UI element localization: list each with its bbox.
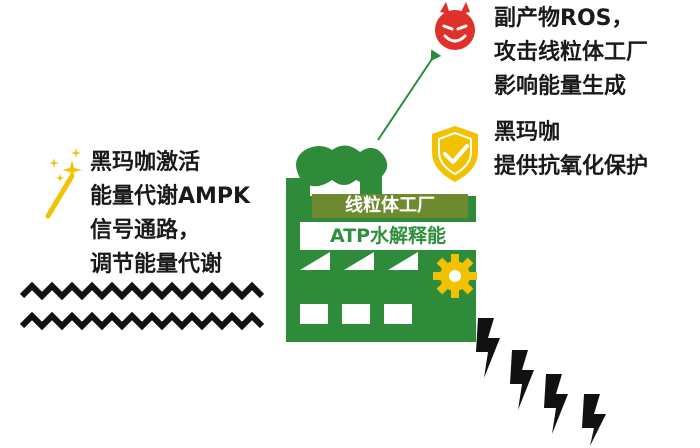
factory-window (342, 304, 370, 324)
zigzag-line-top (19, 281, 265, 301)
mitochondria-factory-label: 线粒体工厂 (312, 194, 468, 218)
note-line: 调节能量代谢 (90, 252, 223, 277)
gear-icon (433, 254, 477, 298)
note-line: 黑玛咖 (494, 120, 561, 145)
ros-attack-note: 副产物ROS， 攻击线粒体工厂 影响能量生成 (494, 2, 648, 104)
note-line: 信号通路， (90, 218, 201, 243)
atp-hydrolysis-label: ATP水解释能 (300, 222, 476, 250)
zigzag-line-bottom (19, 311, 265, 331)
note-line: 攻击线粒体工厂 (494, 40, 649, 65)
note-line: 影响能量生成 (494, 74, 627, 99)
factory-window (300, 304, 328, 324)
note-line: 黑玛咖激活 (90, 150, 201, 175)
devil-face-icon (435, 2, 475, 50)
shield-check-icon (432, 126, 478, 182)
ros-arrow (377, 49, 442, 141)
note-line: 能量代谢AMPK (90, 184, 251, 209)
lightning-bolt-icon (476, 318, 606, 446)
factory-window (384, 304, 412, 324)
antioxidant-protection-note: 黑玛咖 提供抗氧化保护 (494, 116, 648, 184)
note-line: 提供抗氧化保护 (494, 154, 649, 179)
ampk-activation-note: 黑玛咖激活 能量代谢AMPK 信号通路， 调节能量代谢 (90, 146, 250, 282)
magic-wand-icon (45, 148, 82, 219)
note-line: 副产物ROS， (494, 6, 634, 31)
